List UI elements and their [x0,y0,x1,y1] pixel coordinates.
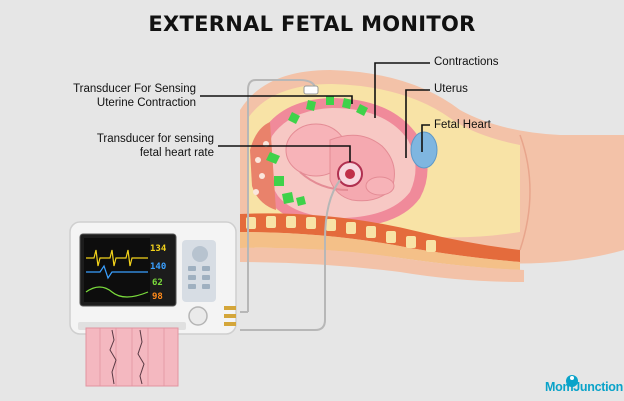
brand-name: MomJunction [545,380,623,394]
fetal-monitor-device [69,221,237,335]
arrow-icon [342,98,352,109]
arrow-icon [274,176,284,186]
arrow-icon [266,152,280,164]
arrow-icon [356,104,368,116]
label-uterus: Uterus [434,83,468,95]
label-fetal-heart: Fetal Heart [434,119,491,131]
label-contractions: Contractions [434,56,499,68]
arrow-icon [326,96,334,105]
monitor-reading-1: 134 [150,244,167,254]
placenta [250,122,276,210]
label-transducer-uterine-line1: Transducer For Sensing [73,83,196,95]
leader-lines [200,62,430,162]
label-transducer-uterine: Transducer For Sensing Uterine Contracti… [40,82,196,110]
contraction-arrows [266,96,368,206]
diagram-title: EXTERNAL FETAL MONITOR [148,12,476,36]
monitor-printout [85,327,179,387]
label-transducer-fhr: Transducer for sensing fetal heart rate [40,132,214,160]
bladder [410,131,438,169]
momjunction-logo-icon [566,375,578,387]
label-transducer-uterine-line2: Uterine Contraction [96,97,196,109]
arrow-icon [288,112,300,124]
monitor-reading-2: 140 [150,262,167,272]
monitor-reading-4: 98 [152,292,163,302]
fhr-transducer-cable [240,179,341,331]
arrow-icon [296,196,306,206]
label-transducer-fhr-line2: fetal heart rate [139,147,214,159]
arrow-icon [306,100,316,111]
monitor-reading-3: 62 [152,278,163,288]
monitor-dial-button [188,306,208,326]
arrow-icon [282,192,294,204]
label-transducer-fhr-line1: Transducer for sensing [96,133,214,145]
uterine-transducer-cable [247,79,317,312]
